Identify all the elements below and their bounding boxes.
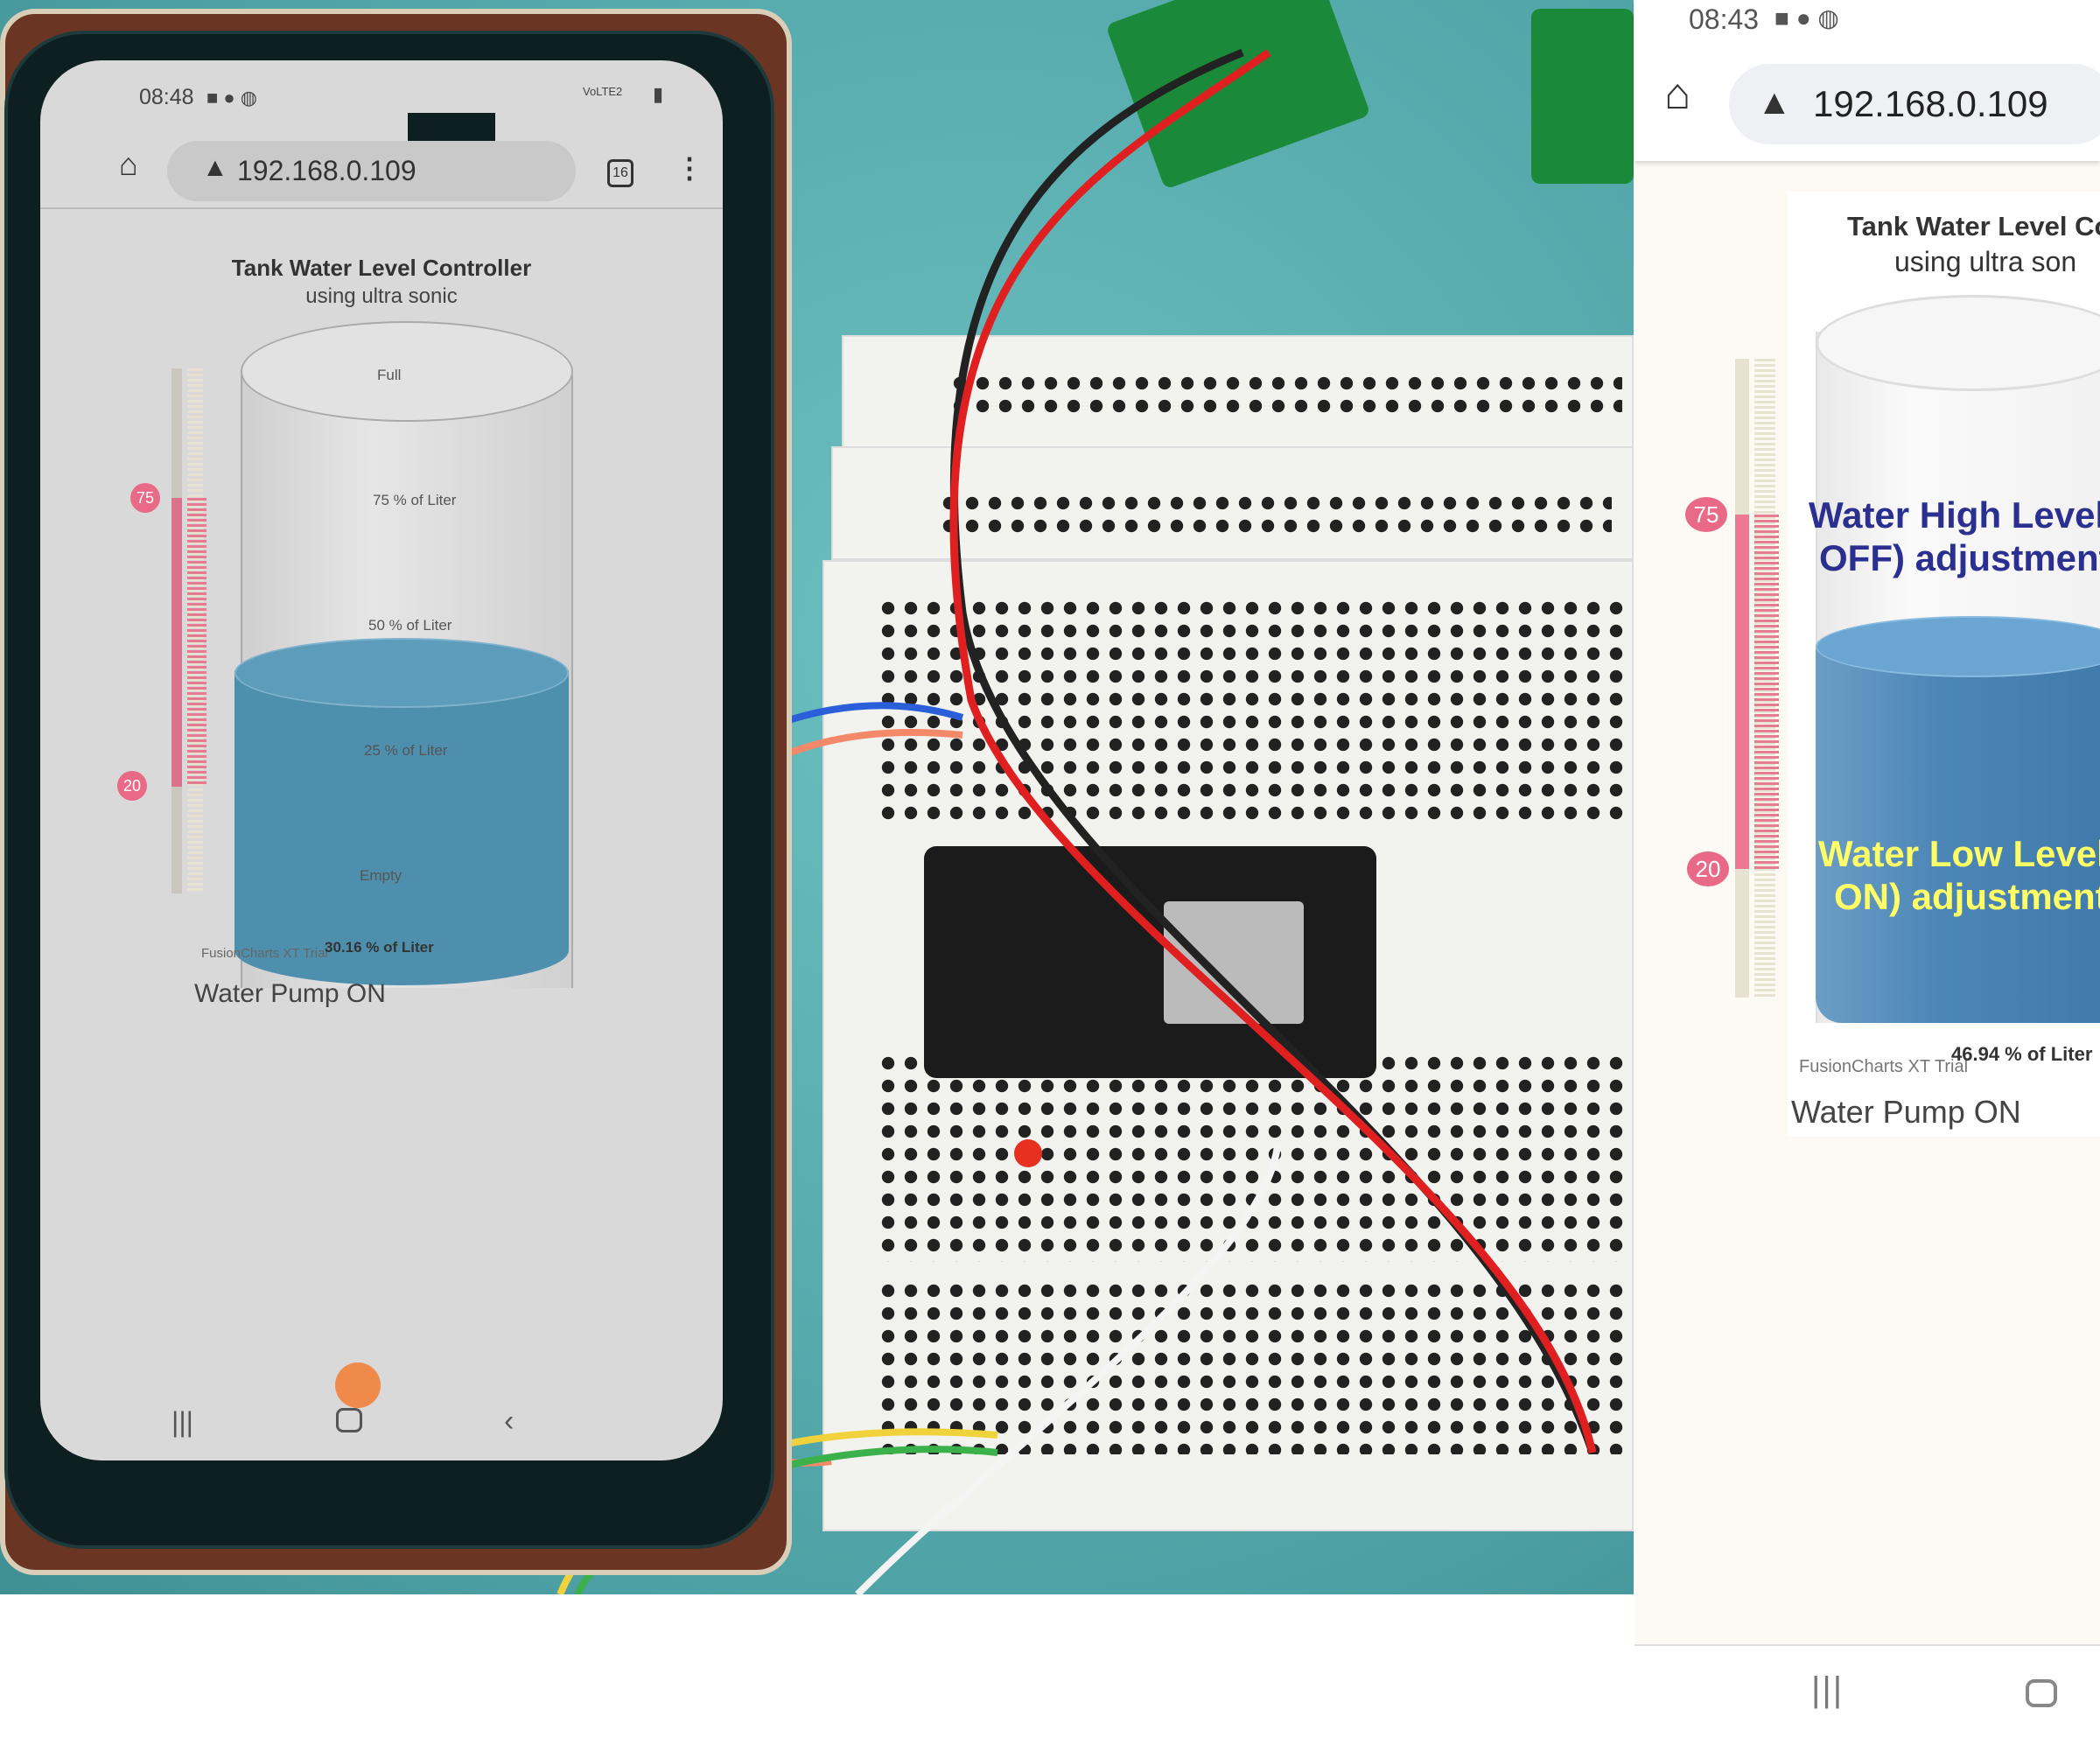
android-nav-bar: ||| [1634,1644,2100,1751]
value-label: 30.16 % of Liter [325,939,434,956]
water-surface [1816,616,2100,677]
axis-label-75: 75 % of Liter [373,492,457,508]
status-time: 08:48 [139,85,194,109]
level-gauge-range [172,498,182,787]
phone-screen: 08:48 ■ ● ◍ VoLTE2 ▮ ⌂ ▲ 192.168.0.109 1… [40,60,723,1460]
pump-status: Water Pump ON [194,979,386,1008]
tank-top [241,321,573,422]
high-threshold-marker[interactable]: 75 [130,483,160,513]
tabs-button[interactable]: 16 [607,159,634,187]
level-gauge-range [1735,515,1749,869]
axis-label-empty: Empty [360,867,402,884]
warning-icon: ▲ [1757,83,1792,122]
back-button[interactable]: ‹ [504,1404,514,1438]
home-icon[interactable]: ⌂ [1664,69,1691,118]
value-label: 46.94 % of Liter [1951,1043,2093,1065]
network-indicator: VoLTE2 [583,85,623,98]
axis-label-50: 50 % of Liter [368,617,452,634]
power-module [1531,9,1634,184]
watermark: FusionCharts XT Trial [201,946,328,961]
url-text: 192.168.0.109 [1813,83,2048,124]
pump-status: Water Pump ON [1791,1094,2021,1130]
watermark: FusionCharts XT Trial [1799,1057,1969,1076]
esp8266-nodemcu-board [924,846,1376,1078]
screen-record-button[interactable] [335,1362,381,1408]
url-bar[interactable]: ▲ 192.168.0.109 [1729,64,2100,144]
menu-icon[interactable]: ⋮ [676,152,704,184]
chart-subtitle: using ultra son [1894,246,2077,277]
low-threshold-marker[interactable]: 20 [1687,851,1729,886]
status-time: 08:43 [1689,4,1760,35]
browser-toolbar: 08:43 ■ ● ◍ ⌂ ▲ 192.168.0.109 [1634,0,2100,161]
chart-subtitle: using ultra sonic [305,284,458,308]
blank-area [0,1594,1634,1751]
chart-card: Tank Water Level Co using ultra son [1788,192,2100,1137]
url-text: 192.168.0.109 [237,155,416,186]
breadboard-power-rail [831,446,1634,560]
axis-label-25: 25 % of Liter [364,742,448,759]
recent-apps-button[interactable]: ||| [1811,1670,1844,1709]
home-icon[interactable]: ⌂ [119,146,138,182]
url-bar[interactable]: ▲ 192.168.0.109 [167,141,576,201]
breadboard-power-rail-top [842,335,1634,449]
high-threshold-marker[interactable]: 75 [1685,497,1727,532]
status-icons: ■ ● ◍ [1774,4,1839,32]
low-level-annotation-line1: Water Low Level [1818,833,2100,874]
status-icons: ■ ● ◍ [206,87,257,109]
low-threshold-marker[interactable]: 20 [117,771,147,801]
battery-icon: ▮ [653,83,664,105]
water-level-fill [234,670,569,985]
high-level-annotation-line1: Water High Level [1809,494,2100,536]
browser-screenshot: 08:43 ■ ● ◍ ⌂ ▲ 192.168.0.109 Tank Water… [1634,0,2100,1751]
chart-title: Tank Water Level Co [1847,211,2100,242]
home-button[interactable] [2026,1679,2057,1707]
water-level-fill [1816,647,2100,1023]
warning-icon: ▲ [202,153,228,182]
axis-label-full: Full [377,367,402,383]
hardware-photo: 08:48 ■ ● ◍ VoLTE2 ▮ ⌂ ▲ 192.168.0.109 1… [0,0,1634,1594]
low-level-annotation-line2: ON) adjustment [1834,876,2100,917]
high-level-annotation-line2: OFF) adjustment [1819,537,2100,578]
water-surface [234,638,569,708]
recent-apps-button[interactable]: ||| [172,1406,193,1438]
tank-top [1816,295,2100,391]
chart-title: Tank Water Level Controller [231,255,532,281]
home-button[interactable] [336,1408,362,1432]
